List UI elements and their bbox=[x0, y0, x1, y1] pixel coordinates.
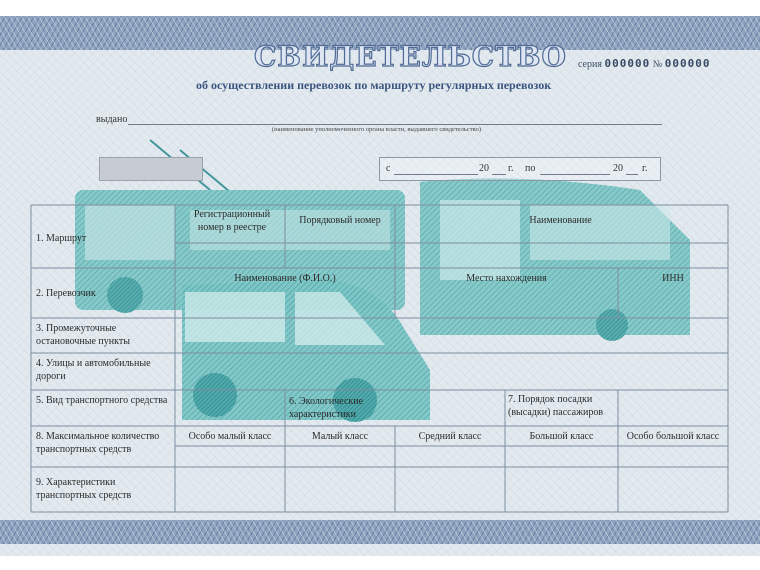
col-carrier-name: Наименование (Ф.И.О.) bbox=[234, 273, 336, 284]
number-value: 000000 bbox=[664, 57, 711, 70]
year1-label: 20 bbox=[479, 163, 489, 174]
series-number: серия 000000 № 000000 bbox=[578, 57, 711, 70]
row-vehicle-type-label: 5. Вид транспортного средства bbox=[36, 395, 168, 406]
row-vehicle-characteristics-label: 9. Характеристики транспортных средств bbox=[36, 477, 132, 501]
row-streets-label: 4. Улицы и автомобильные дороги bbox=[36, 358, 151, 382]
series-label: серия bbox=[578, 59, 602, 70]
col-registration-number: Регистрационный номер в реестре bbox=[193, 209, 271, 233]
top-guilloche-band bbox=[0, 16, 760, 50]
date-from-field[interactable] bbox=[394, 174, 478, 175]
year2-field[interactable] bbox=[626, 174, 638, 175]
validity-period[interactable]: с 20 г. по 20 г. bbox=[379, 157, 661, 181]
row-carrier-label: 2. Перевозчик bbox=[36, 288, 96, 299]
col-carrier-inn: ИНН bbox=[662, 273, 684, 284]
bottom-guilloche-band bbox=[0, 520, 760, 544]
registration-box[interactable] bbox=[99, 157, 203, 181]
col-ecological-characteristics: 6. Экологические характеристики bbox=[289, 396, 364, 420]
certificate-subtitle: об осуществлении перевозок по маршруту р… bbox=[196, 78, 552, 92]
col-carrier-location: Место нахождения bbox=[466, 273, 547, 284]
class-small: Малый класс bbox=[311, 431, 369, 442]
row-max-vehicles-label: 8. Максимальное количество транспортных … bbox=[36, 431, 160, 455]
col-sequence-number: Порядковый номер bbox=[299, 215, 381, 226]
validity-to-label: по bbox=[525, 163, 536, 174]
row-route-label: 1. Маршрут bbox=[36, 233, 87, 244]
year1-field[interactable] bbox=[492, 174, 506, 175]
issued-label: выдано bbox=[96, 114, 128, 125]
number-label: № bbox=[652, 59, 663, 70]
class-extra-large: Особо большой класс bbox=[626, 431, 720, 442]
issued-note: (наименование уполномоченного органа вла… bbox=[272, 126, 482, 133]
year2-label: 20 bbox=[613, 163, 623, 174]
col-route-name: Наименование bbox=[529, 215, 592, 226]
date-to-field[interactable] bbox=[540, 174, 610, 175]
col-boarding-order: 7. Порядок посадки (высадки) пассажиров bbox=[508, 394, 604, 418]
series-value: 000000 bbox=[604, 57, 651, 70]
validity-from-label: с bbox=[386, 163, 391, 174]
class-extra-small: Особо малый класс bbox=[188, 431, 272, 442]
class-medium: Средний класс bbox=[418, 431, 482, 442]
issued-field[interactable] bbox=[128, 124, 662, 125]
year2-g: г. bbox=[642, 163, 648, 174]
row-stops-label: 3. Промежуточные остановочные пункты bbox=[36, 323, 130, 347]
year1-g: г. bbox=[508, 163, 514, 174]
class-large: Большой класс bbox=[529, 431, 594, 442]
